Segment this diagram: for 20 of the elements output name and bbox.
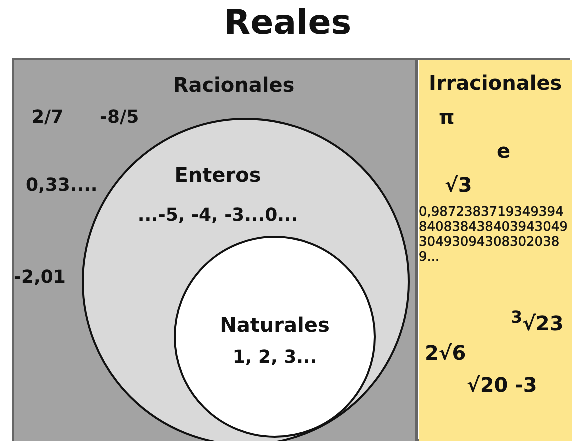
number-example: 1, 2, 3... [232,348,318,369]
set-region [14,60,418,441]
number-example: √3 [445,174,472,197]
number-example: -2,01 [14,268,66,289]
number-example: e [497,140,511,163]
set-label: Reales [223,4,353,44]
number-example: -8/5 [100,108,140,129]
number-example: $^{3}$√23 [511,308,564,336]
set-label: Enteros [174,164,262,187]
number-example: 0,9872383719349394840838438403943049304930943083020389... [419,206,569,266]
number-example: 0,33.... [26,176,98,197]
set-label: Naturales [219,314,331,337]
number-example: 2/7 [32,108,64,129]
set-region [419,60,572,441]
number-example: √20 -3 [467,374,538,397]
set-label: Irracionales [429,72,562,95]
set-label: Racionales [172,74,296,97]
number-example: 2√6 [425,342,466,365]
number-example: π [439,106,455,129]
number-example: ...-5, -4, -3...0... [136,206,300,227]
